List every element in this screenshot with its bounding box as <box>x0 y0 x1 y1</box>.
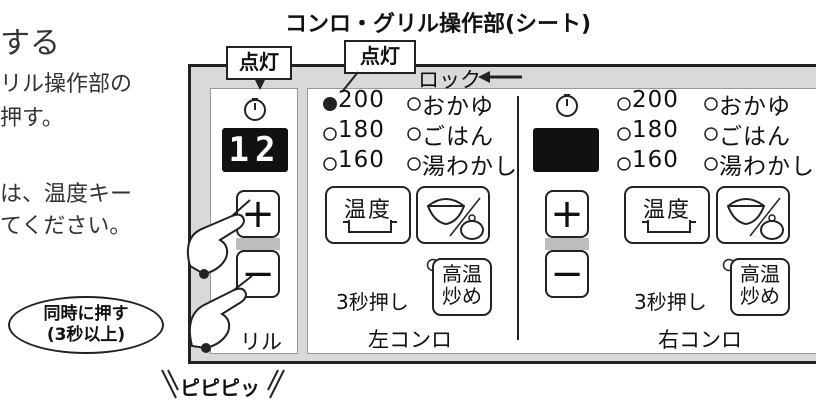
timer-icon <box>244 98 266 121</box>
left-cook-mode-key[interactable] <box>416 186 490 244</box>
indicator-lit-icon <box>323 97 337 111</box>
indicator-off-icon <box>323 157 337 171</box>
high-temp-label: 高温 <box>740 262 780 286</box>
high-temp-label: 高温 <box>442 262 482 286</box>
temp-key-label: 温度 <box>642 198 691 223</box>
indicator-off-icon <box>704 97 718 111</box>
right-hold-3sec-label: 3秒押し <box>634 290 707 314</box>
pot-icon <box>642 220 696 233</box>
indicator-off-icon <box>323 127 337 141</box>
indicator-off-icon <box>617 97 631 111</box>
rice-kettle-icon <box>726 197 784 240</box>
temp-key-label: 温度 <box>343 198 392 223</box>
figure-title: コンロ・グリル操作部(シート) <box>285 12 592 37</box>
indicator-off-icon <box>617 127 631 141</box>
left-high-temp-stirfry-button[interactable]: 高温 炒め <box>432 258 492 316</box>
indicator-off-icon <box>407 97 421 111</box>
right-minus-button[interactable]: − <box>545 250 589 298</box>
right-temperature-key[interactable]: 温度 <box>624 186 710 244</box>
press-together-text: 同時に押す <box>43 304 129 324</box>
right-display <box>533 128 599 172</box>
right-mode-boil: 湯わかし <box>719 154 815 180</box>
left-temp-160: 160 <box>338 147 385 173</box>
right-temp-160: 160 <box>632 147 679 173</box>
pot-icon <box>343 220 397 233</box>
left-hold-3sec-label: 3秒押し <box>336 290 409 314</box>
indicator-off-icon <box>704 157 718 171</box>
indicator-off-icon <box>617 157 631 171</box>
right-mode-porridge: おかゆ <box>719 94 791 120</box>
grill-lit-callout: 点灯 <box>226 46 292 80</box>
indicator-off-icon <box>704 127 718 141</box>
right-cook-mode-key[interactable] <box>716 186 790 244</box>
left-mode-boil: 湯わかし <box>422 154 518 180</box>
divider-strip <box>236 238 280 250</box>
grill-display-value: 12 <box>228 130 282 170</box>
rice-kettle-icon <box>426 197 484 240</box>
instruction-line-3: は、温度キー <box>0 182 133 207</box>
grill-label: リル <box>240 330 282 354</box>
right-plus-button[interactable]: + <box>545 190 589 238</box>
burner-divider <box>517 96 519 340</box>
left-temperature-key[interactable]: 温度 <box>325 186 411 244</box>
instruction-line-1: リル操作部の <box>0 72 133 97</box>
lock-arrow-icon <box>478 71 522 83</box>
left-mode-rice: ごはん <box>422 124 494 150</box>
three-seconds-text: (3秒以上) <box>46 325 126 345</box>
lock-label: ロック <box>418 68 481 92</box>
divider-strip <box>545 238 589 250</box>
stirfry-label: 炒め <box>740 284 780 308</box>
beep-sound-text: ピピピッ <box>180 376 260 400</box>
grill-plus-button[interactable]: + <box>236 190 280 238</box>
callout-pointer-icon <box>341 71 359 93</box>
right-temp-200: 200 <box>632 87 679 113</box>
sound-lines-icon <box>267 369 285 399</box>
indicator-off-icon <box>407 157 421 171</box>
indicator-off-icon <box>407 127 421 141</box>
callout-pointer-icon <box>254 78 266 90</box>
left-stove-label: 左コンロ <box>368 328 452 352</box>
pressing-hands-icon <box>186 199 253 353</box>
timer-icon <box>556 94 578 117</box>
right-temp-180: 180 <box>632 117 679 143</box>
stove-lit-callout: 点灯 <box>344 40 416 74</box>
instruction-heading: する <box>0 26 60 61</box>
stirfry-label: 炒め <box>442 284 482 308</box>
grill-display: 12 <box>222 128 288 172</box>
instruction-line-2: 押す。 <box>0 106 64 131</box>
press-together-bubble: 同時に押す (3秒以上) <box>8 296 164 354</box>
left-temp-180: 180 <box>338 117 385 143</box>
right-stove-label: 右コンロ <box>658 328 742 352</box>
left-temp-200: 200 <box>338 87 385 113</box>
right-high-temp-stirfry-button[interactable]: 高温 炒め <box>730 258 790 316</box>
left-mode-porridge: おかゆ <box>422 94 494 120</box>
instruction-line-4: てください。 <box>0 214 132 239</box>
right-mode-rice: ごはん <box>719 124 791 150</box>
sound-lines-icon <box>161 369 179 399</box>
